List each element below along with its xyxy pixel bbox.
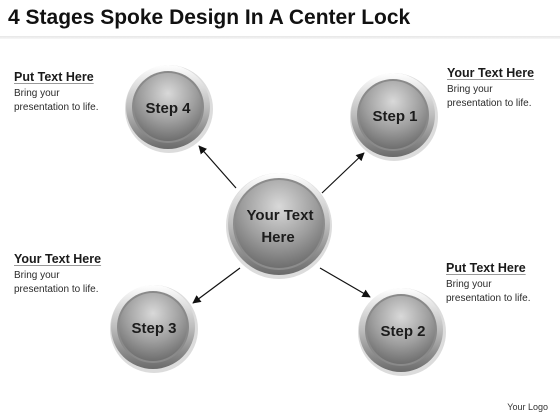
- step4-node: Step 4: [125, 65, 213, 153]
- spoke-arrow-step2: [319, 267, 371, 298]
- step1-node: Step 1: [350, 73, 438, 161]
- spoke-arrow-step1: [321, 152, 365, 194]
- spoke-arrow-step3: [192, 267, 241, 304]
- center-label-line1: Your Text: [247, 207, 314, 224]
- step3-label: Step 3: [131, 320, 176, 337]
- text-block-body-line2: presentation to life.: [447, 98, 532, 109]
- page-title: 4 Stages Spoke Design In A Center Lock: [8, 6, 411, 29]
- step4-label: Step 4: [145, 100, 191, 117]
- step1-label: Step 1: [372, 108, 417, 125]
- spoke-arrow-step4: [198, 145, 237, 189]
- center-hub: Your Text Here: [226, 173, 332, 279]
- text-block-body-line2: presentation to life.: [446, 293, 531, 304]
- text-block-top-left: Put Text Here Bring your presentation to…: [14, 70, 134, 115]
- text-block-bottom-left: Your Text Here Bring your presentation t…: [14, 252, 134, 297]
- logo-placeholder: Your Logo: [507, 402, 548, 412]
- step2-label: Step 2: [380, 323, 425, 340]
- text-block-body-line1: Bring your: [446, 279, 492, 290]
- text-block-body-line1: Bring your: [14, 88, 60, 99]
- text-block-body-line1: Bring your: [14, 270, 60, 281]
- text-block-top-right: Your Text Here Bring your presentation t…: [447, 66, 560, 111]
- step2-node: Step 2: [358, 288, 446, 376]
- text-block-body-line2: presentation to life.: [14, 102, 99, 113]
- text-block-heading: Put Text Here: [446, 261, 526, 275]
- text-block-heading: Your Text Here: [14, 252, 102, 266]
- text-block-heading: Your Text Here: [447, 66, 535, 80]
- text-block-body-line2: presentation to life.: [14, 284, 99, 295]
- center-label-line2: Here: [261, 229, 294, 246]
- text-block-heading: Put Text Here: [14, 70, 94, 84]
- text-block-body-line1: Bring your: [447, 84, 493, 95]
- text-block-bottom-right: Put Text Here Bring your presentation to…: [446, 261, 560, 306]
- title-divider: [0, 36, 560, 39]
- step3-node: Step 3: [110, 285, 198, 373]
